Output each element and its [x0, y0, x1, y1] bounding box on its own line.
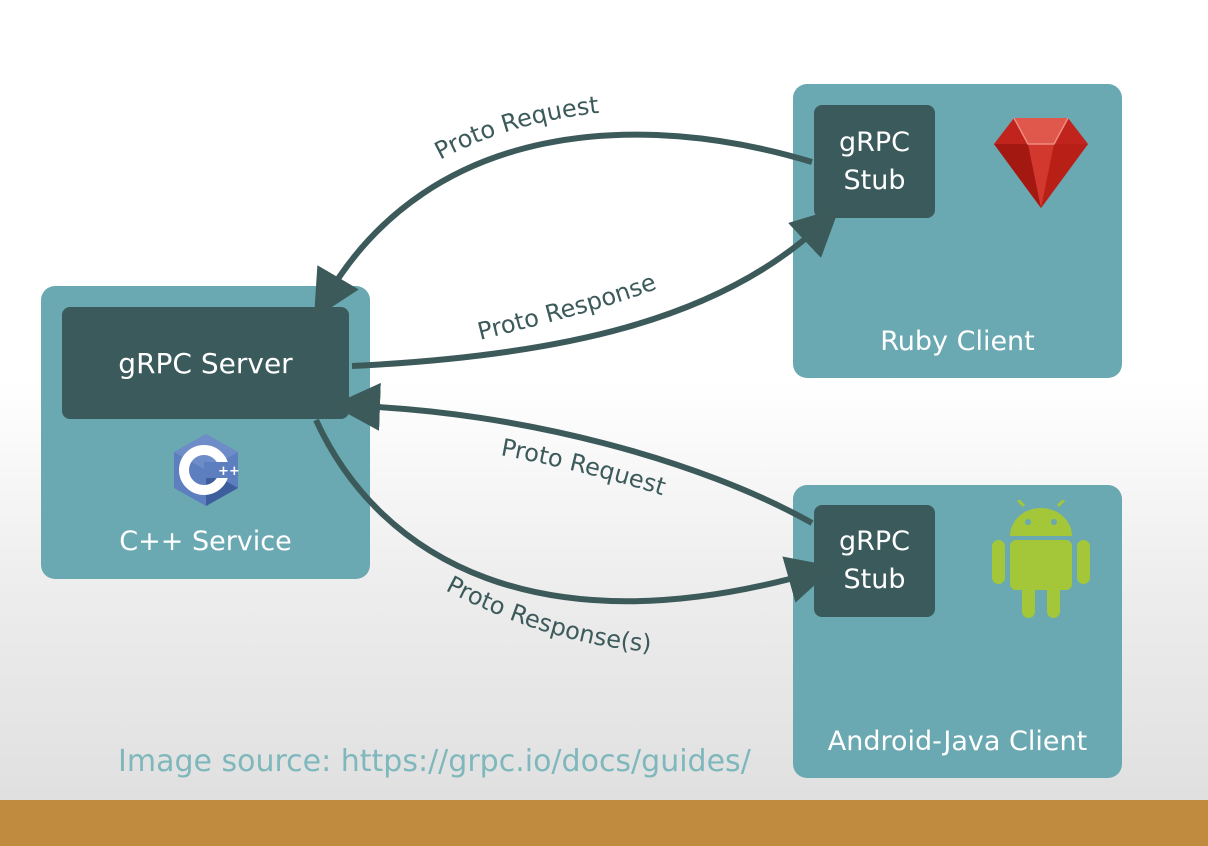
cpp-logo-icon: ++ — [170, 432, 242, 508]
ruby-request-label: Proto Request — [430, 91, 600, 165]
arrow-android-response — [313, 418, 836, 605]
svg-text:++: ++ — [218, 464, 240, 479]
android-stub-label: gRPC Stub — [838, 526, 911, 595]
android-client-label: Android-Java Client — [827, 726, 1088, 757]
cpp-service-label: C++ Service — [119, 526, 292, 557]
arrow-android-request — [332, 382, 814, 526]
ruby-stub-label: gRPC Stub — [838, 126, 911, 196]
grpc-server-label: gRPC Server — [118, 346, 293, 380]
arrow-ruby-response — [351, 207, 840, 369]
ruby-stub-box: gRPC Stub — [814, 105, 935, 218]
android-request-label: Proto Request — [499, 433, 669, 501]
android-logo-icon — [988, 498, 1094, 620]
ruby-response-label: Proto Response — [475, 268, 660, 346]
footer-bar — [0, 800, 1208, 846]
android-response-label: Proto Response(s) — [442, 570, 652, 657]
ruby-logo-icon — [992, 114, 1090, 210]
grpc-server-box: gRPC Server — [62, 307, 349, 419]
image-source-caption: Image source: https://grpc.io/docs/guide… — [118, 744, 751, 779]
arrow-ruby-request — [313, 131, 813, 319]
ruby-client-label: Ruby Client — [880, 326, 1035, 357]
